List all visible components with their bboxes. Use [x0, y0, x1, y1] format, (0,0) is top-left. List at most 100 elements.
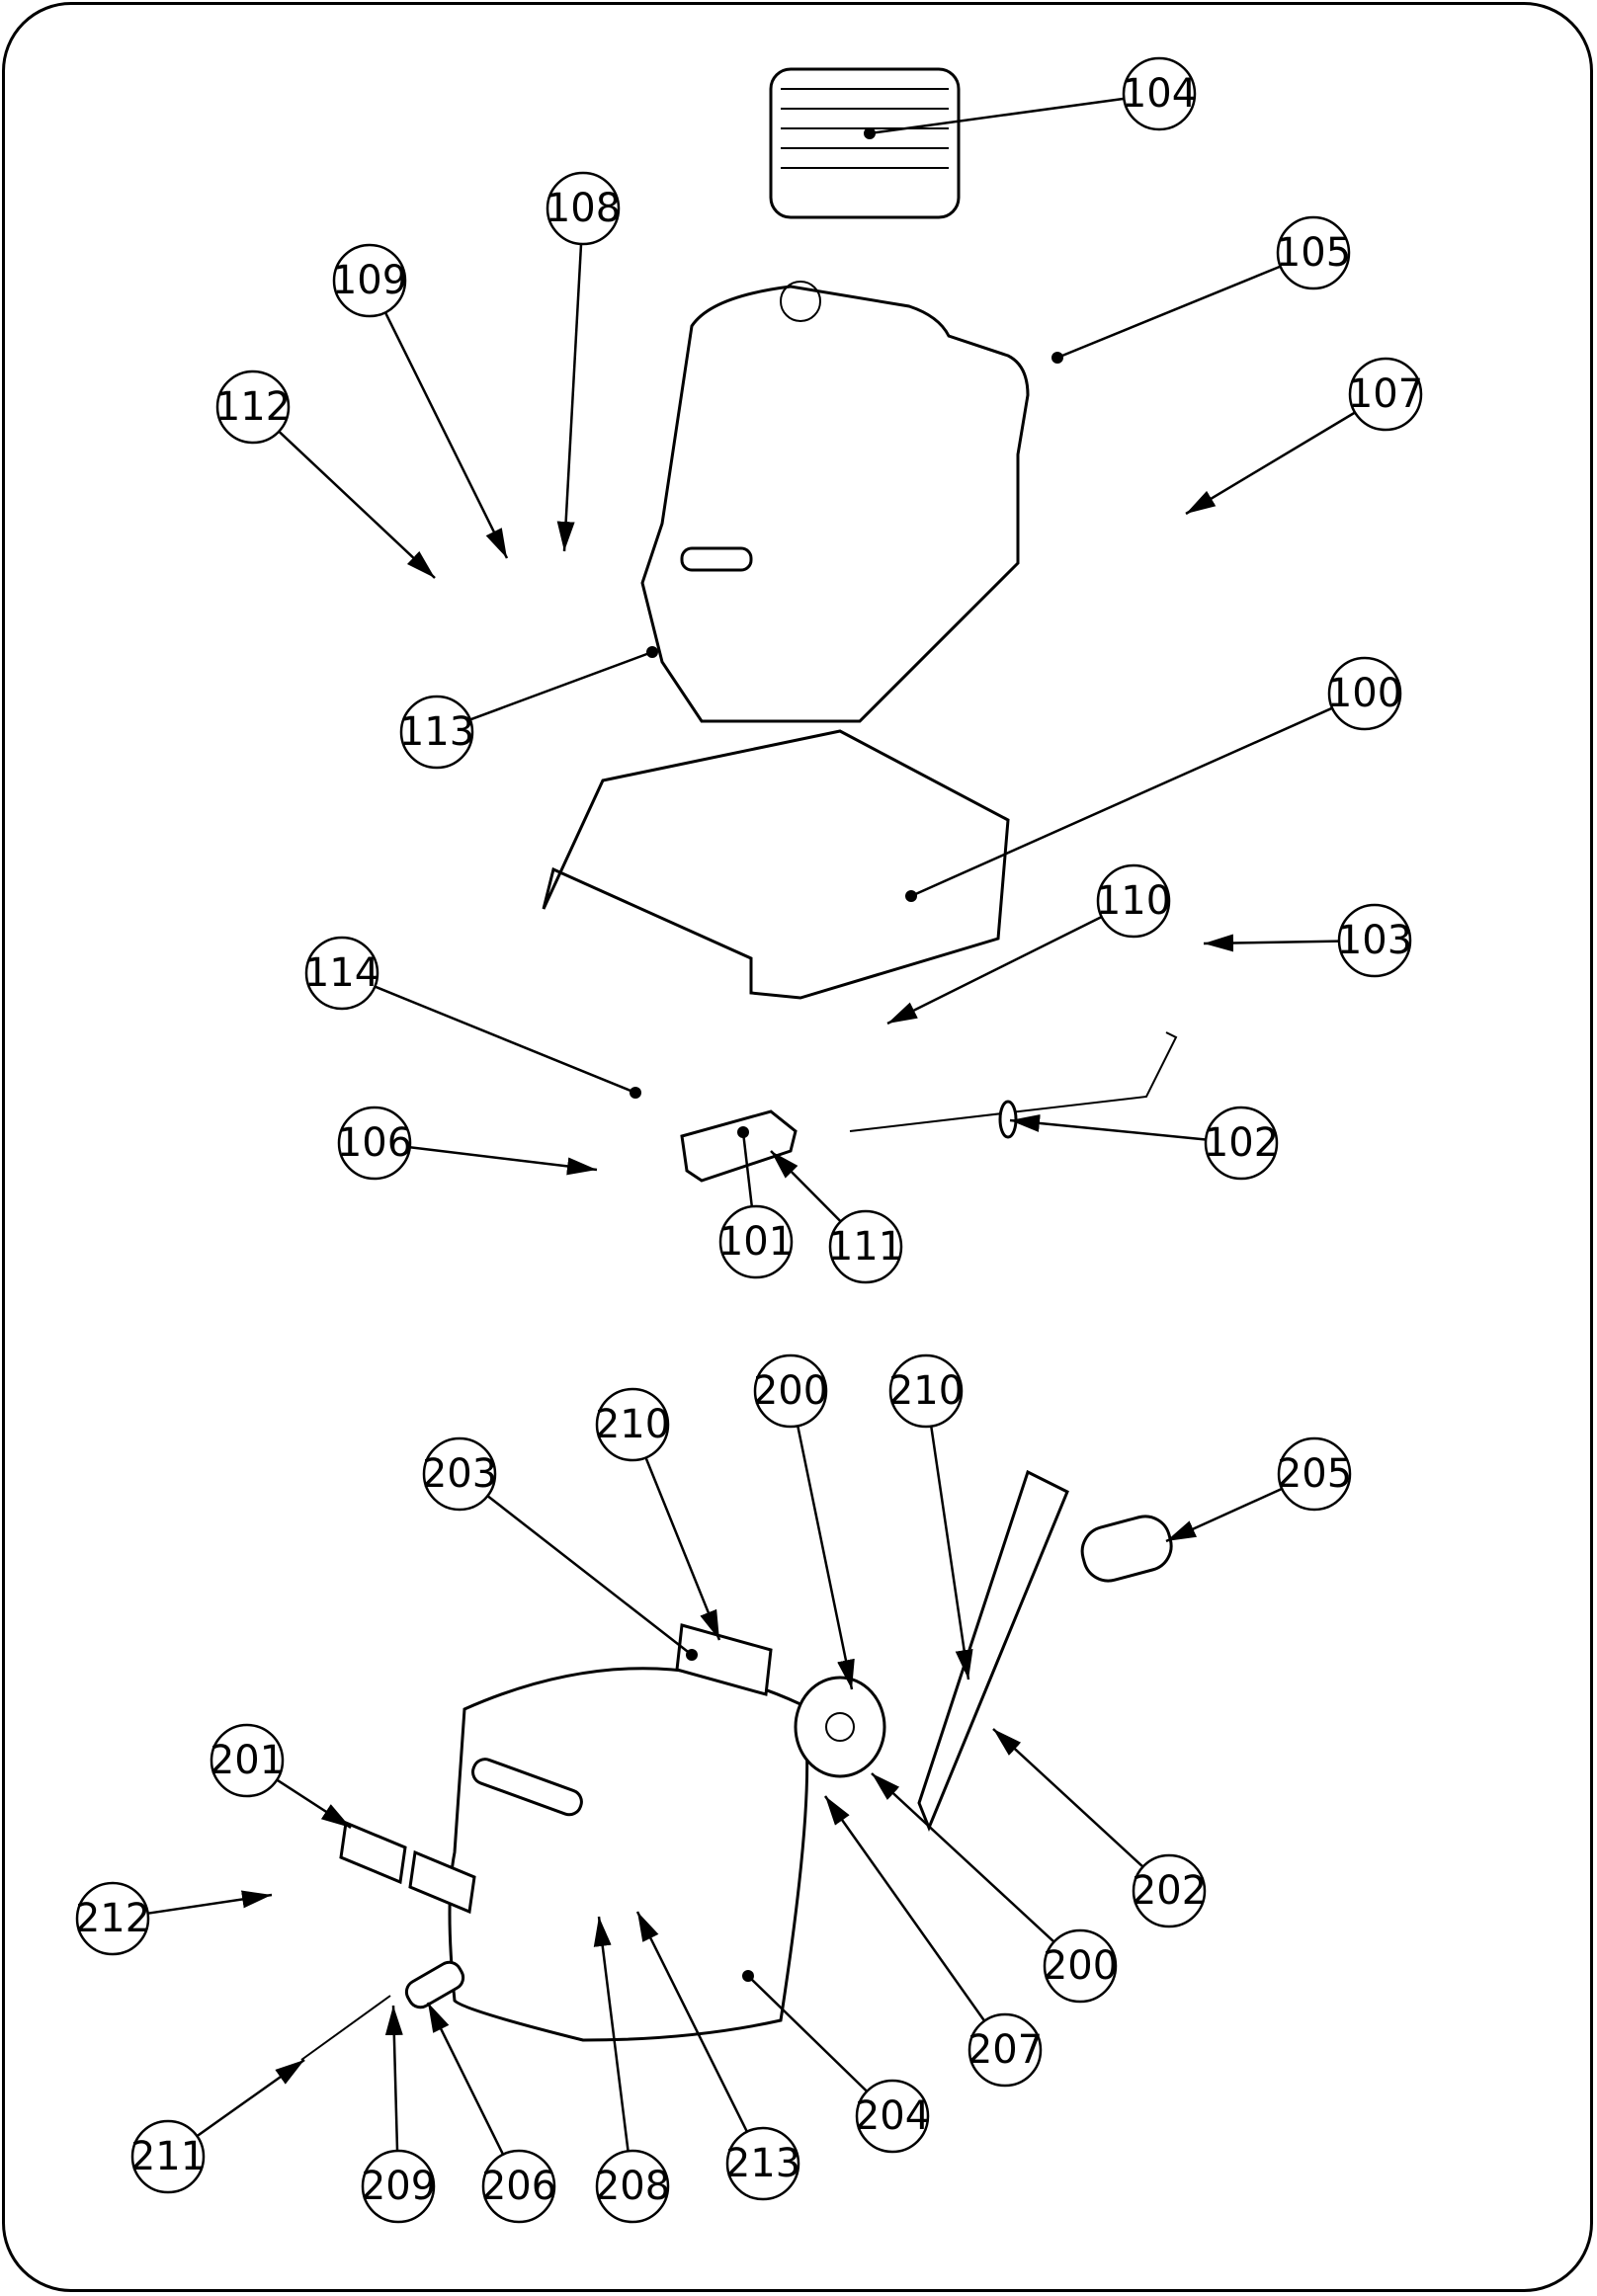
callout-103: 103 — [1203, 903, 1412, 978]
callout-100: 100 — [905, 656, 1402, 902]
callout-label: 104 — [1122, 71, 1197, 117]
callout-circle — [1096, 863, 1171, 939]
callout-circle — [1132, 1853, 1207, 1928]
callout-101: 101 — [718, 1126, 794, 1279]
callout-212: 212 — [75, 1881, 273, 1956]
callout-label: 213 — [725, 2141, 800, 2186]
callout-circle — [725, 2126, 800, 2201]
leader-line — [770, 1150, 842, 1223]
leader-line — [196, 2058, 305, 2138]
leader-line — [1185, 411, 1356, 516]
part-pin-211 — [300, 1960, 465, 2061]
leader-line — [930, 1426, 973, 1681]
callout-circle — [718, 1204, 794, 1279]
leader-dot — [864, 127, 876, 139]
leader-line — [644, 1456, 721, 1641]
callout-circle — [1122, 56, 1197, 131]
leader-line — [486, 1495, 693, 1656]
leader-line — [869, 97, 1125, 135]
callout-label: 106 — [337, 1120, 412, 1166]
callout-circle — [361, 2149, 436, 2224]
callout-205: 205 — [1165, 1436, 1352, 1543]
leader-line — [147, 1890, 273, 1915]
leader-line — [1056, 265, 1282, 360]
leader-line — [426, 2002, 505, 2156]
callout-label: 212 — [75, 1896, 150, 1941]
callout-203: 203 — [422, 1436, 698, 1661]
callout-circle — [337, 1106, 412, 1181]
leader-line — [871, 1772, 1055, 1943]
callout-circle — [1337, 903, 1412, 978]
leader-dot — [905, 890, 917, 902]
callout-200b: 200 — [871, 1772, 1118, 2004]
callout-circle — [422, 1436, 497, 1512]
leader-line — [1203, 934, 1340, 952]
callout-label: 205 — [1277, 1451, 1352, 1497]
callout-circle — [1043, 1928, 1118, 2004]
leader-line — [823, 1795, 986, 2022]
part-engine — [640, 281, 1030, 723]
callout-circle — [210, 1723, 285, 1798]
callout-circle — [332, 243, 407, 318]
part-sleeve — [1080, 1515, 1173, 1583]
callout-circle — [546, 171, 621, 246]
callout-circle — [1277, 1436, 1352, 1512]
leader-line — [886, 915, 1103, 1025]
callout-circle — [215, 369, 291, 445]
callout-label: 209 — [361, 2164, 436, 2209]
callout-circle — [130, 2119, 206, 2194]
callout-label: 102 — [1204, 1120, 1279, 1166]
leader-line — [910, 706, 1333, 898]
callout-circle — [481, 2149, 556, 2224]
callout-label: 100 — [1327, 671, 1402, 716]
callout-circle — [855, 2079, 930, 2154]
callout-circle — [595, 1387, 670, 1462]
callout-label: 103 — [1337, 918, 1412, 963]
leader-line — [593, 1916, 630, 2152]
callout-circle — [75, 1881, 150, 1956]
leader-line — [276, 1778, 352, 1830]
callout-label: 207 — [967, 2027, 1043, 2073]
callout-113: 113 — [399, 646, 658, 770]
callout-label: 206 — [481, 2164, 556, 2209]
callout-circle — [1327, 656, 1402, 731]
leader-dot — [737, 1126, 749, 1138]
leader-line — [1009, 1113, 1207, 1141]
leader-line — [556, 243, 583, 552]
callout-label: 113 — [399, 709, 474, 755]
callout-210b: 210 — [888, 1353, 973, 1681]
callout-201: 201 — [210, 1723, 352, 1830]
leader-dot — [742, 1970, 754, 1982]
callout-108: 108 — [546, 171, 621, 552]
callout-label: 211 — [130, 2134, 206, 2179]
leader-line — [409, 1146, 598, 1176]
callout-label: 105 — [1276, 230, 1351, 276]
leader-line — [374, 985, 636, 1095]
callout-label: 107 — [1348, 371, 1423, 417]
part-air-filter — [769, 67, 961, 219]
leader-line — [278, 430, 436, 579]
callout-102: 102 — [1009, 1106, 1279, 1181]
part-bracket — [680, 1109, 798, 1183]
leader-line — [383, 311, 509, 559]
callout-106: 106 — [337, 1106, 598, 1181]
callout-circle — [967, 2012, 1043, 2088]
part-hub — [794, 1676, 886, 1778]
callout-label: 208 — [595, 2164, 670, 2209]
callout-label: 203 — [422, 1451, 497, 1497]
callout-104: 104 — [864, 56, 1197, 139]
part-engine-plate — [542, 729, 1010, 1000]
callout-circle — [828, 1209, 903, 1284]
leader-line — [469, 650, 653, 721]
leader-line — [741, 1131, 754, 1207]
callout-label: 201 — [210, 1738, 285, 1783]
callout-210a: 210 — [595, 1387, 721, 1641]
leader-line — [747, 1975, 869, 2092]
callout-label: 114 — [304, 950, 379, 996]
callout-200a: 200 — [753, 1353, 855, 1690]
part-blade-holder — [917, 1469, 1069, 1832]
callout-114: 114 — [304, 936, 641, 1099]
